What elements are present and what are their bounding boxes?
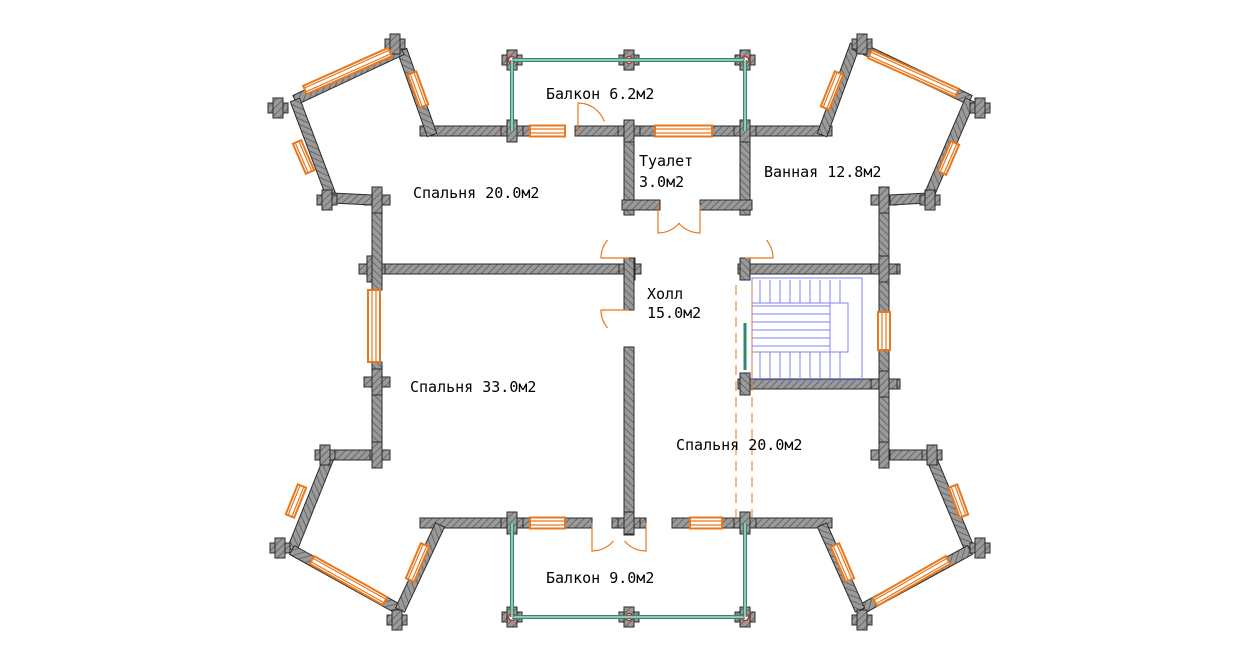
wall-segment <box>621 199 661 211</box>
wall-segment <box>329 449 371 461</box>
door-swing-icon <box>591 523 614 552</box>
wall-segment <box>574 125 659 137</box>
door-swing-icon <box>600 309 629 329</box>
wall-segment <box>709 125 833 137</box>
wall-joint <box>321 189 333 211</box>
label-toilet-name: Туалет <box>639 152 693 170</box>
dashed-guides <box>735 285 753 518</box>
label-balcony-top: Балкон 6.2м2 <box>546 85 654 103</box>
label-hall-area: 15.0м2 <box>647 304 701 322</box>
wall-joint <box>878 186 890 214</box>
wall-joint <box>623 511 635 535</box>
window-icon <box>936 139 961 177</box>
wall-joint <box>371 186 383 214</box>
door-swing-icon <box>657 205 680 234</box>
wall-joint <box>878 441 890 469</box>
wall-segment <box>816 42 861 138</box>
window-icon <box>284 483 308 519</box>
wall-segment <box>331 192 373 206</box>
wall-joint <box>319 444 331 466</box>
label-bedroom-top-left: Спальня 20.0м2 <box>413 184 539 202</box>
wall-joint <box>371 368 383 396</box>
balcony-glazing <box>510 58 747 619</box>
wall-segment <box>739 257 751 281</box>
label-hall-name: Холл <box>647 285 683 303</box>
doors <box>577 102 774 552</box>
wall-joint <box>389 33 401 55</box>
wall-joint <box>623 119 635 143</box>
door-swing-icon <box>745 239 774 259</box>
wall-segment <box>924 452 976 553</box>
window-icon <box>404 541 431 584</box>
window-icon <box>367 289 381 363</box>
wall-joint <box>856 33 868 55</box>
wall-joint <box>926 444 938 466</box>
wall-joint <box>272 97 284 119</box>
window-icon <box>291 138 316 176</box>
label-bathroom: Ванная 12.8м2 <box>764 163 881 181</box>
door-swing-icon <box>678 205 701 234</box>
wall-joint <box>274 537 286 559</box>
window-icon <box>866 48 961 99</box>
window-icon <box>529 516 566 530</box>
wall-joint <box>371 441 383 469</box>
wall-joint <box>878 255 890 283</box>
wall-segment <box>564 517 593 529</box>
label-bedroom-left: Спальня 33.0м2 <box>410 378 536 396</box>
label-balcony-bottom: Балкон 9.0м2 <box>546 569 654 587</box>
wall-segment <box>699 199 753 211</box>
wall-joint <box>391 609 403 631</box>
window-icon <box>819 70 845 111</box>
label-bedroom-right: Спальня 20.0м2 <box>676 436 802 454</box>
wall-segment <box>371 263 633 275</box>
wall-segment <box>623 346 635 536</box>
door-swing-icon <box>600 239 629 259</box>
window-icon <box>829 541 856 584</box>
window-icon <box>308 554 389 607</box>
window-icon <box>947 483 970 519</box>
window-icon <box>529 124 566 138</box>
window-icon <box>877 311 891 351</box>
window-icon <box>406 70 430 109</box>
wall-segment <box>739 372 751 396</box>
wall-segment <box>737 263 901 275</box>
window-icon <box>654 124 713 138</box>
door-swing-icon <box>624 523 647 552</box>
wall-segment <box>737 378 901 390</box>
wall-joint <box>974 97 986 119</box>
stair-outline <box>751 277 863 381</box>
wall-segment <box>623 257 635 311</box>
staircase-icon <box>751 277 863 381</box>
door-swing-icon <box>577 102 605 131</box>
wall-joint <box>878 370 890 398</box>
wall-joint <box>856 609 868 631</box>
window-icon <box>301 46 394 96</box>
window-icon <box>871 554 952 608</box>
stair-landing <box>752 302 849 353</box>
windows <box>284 46 970 608</box>
wall-segment <box>671 517 691 529</box>
window-icon <box>689 516 723 530</box>
wall-joint <box>924 189 936 211</box>
wall-joint <box>974 537 986 559</box>
label-toilet-area: 3.0м2 <box>639 173 684 191</box>
